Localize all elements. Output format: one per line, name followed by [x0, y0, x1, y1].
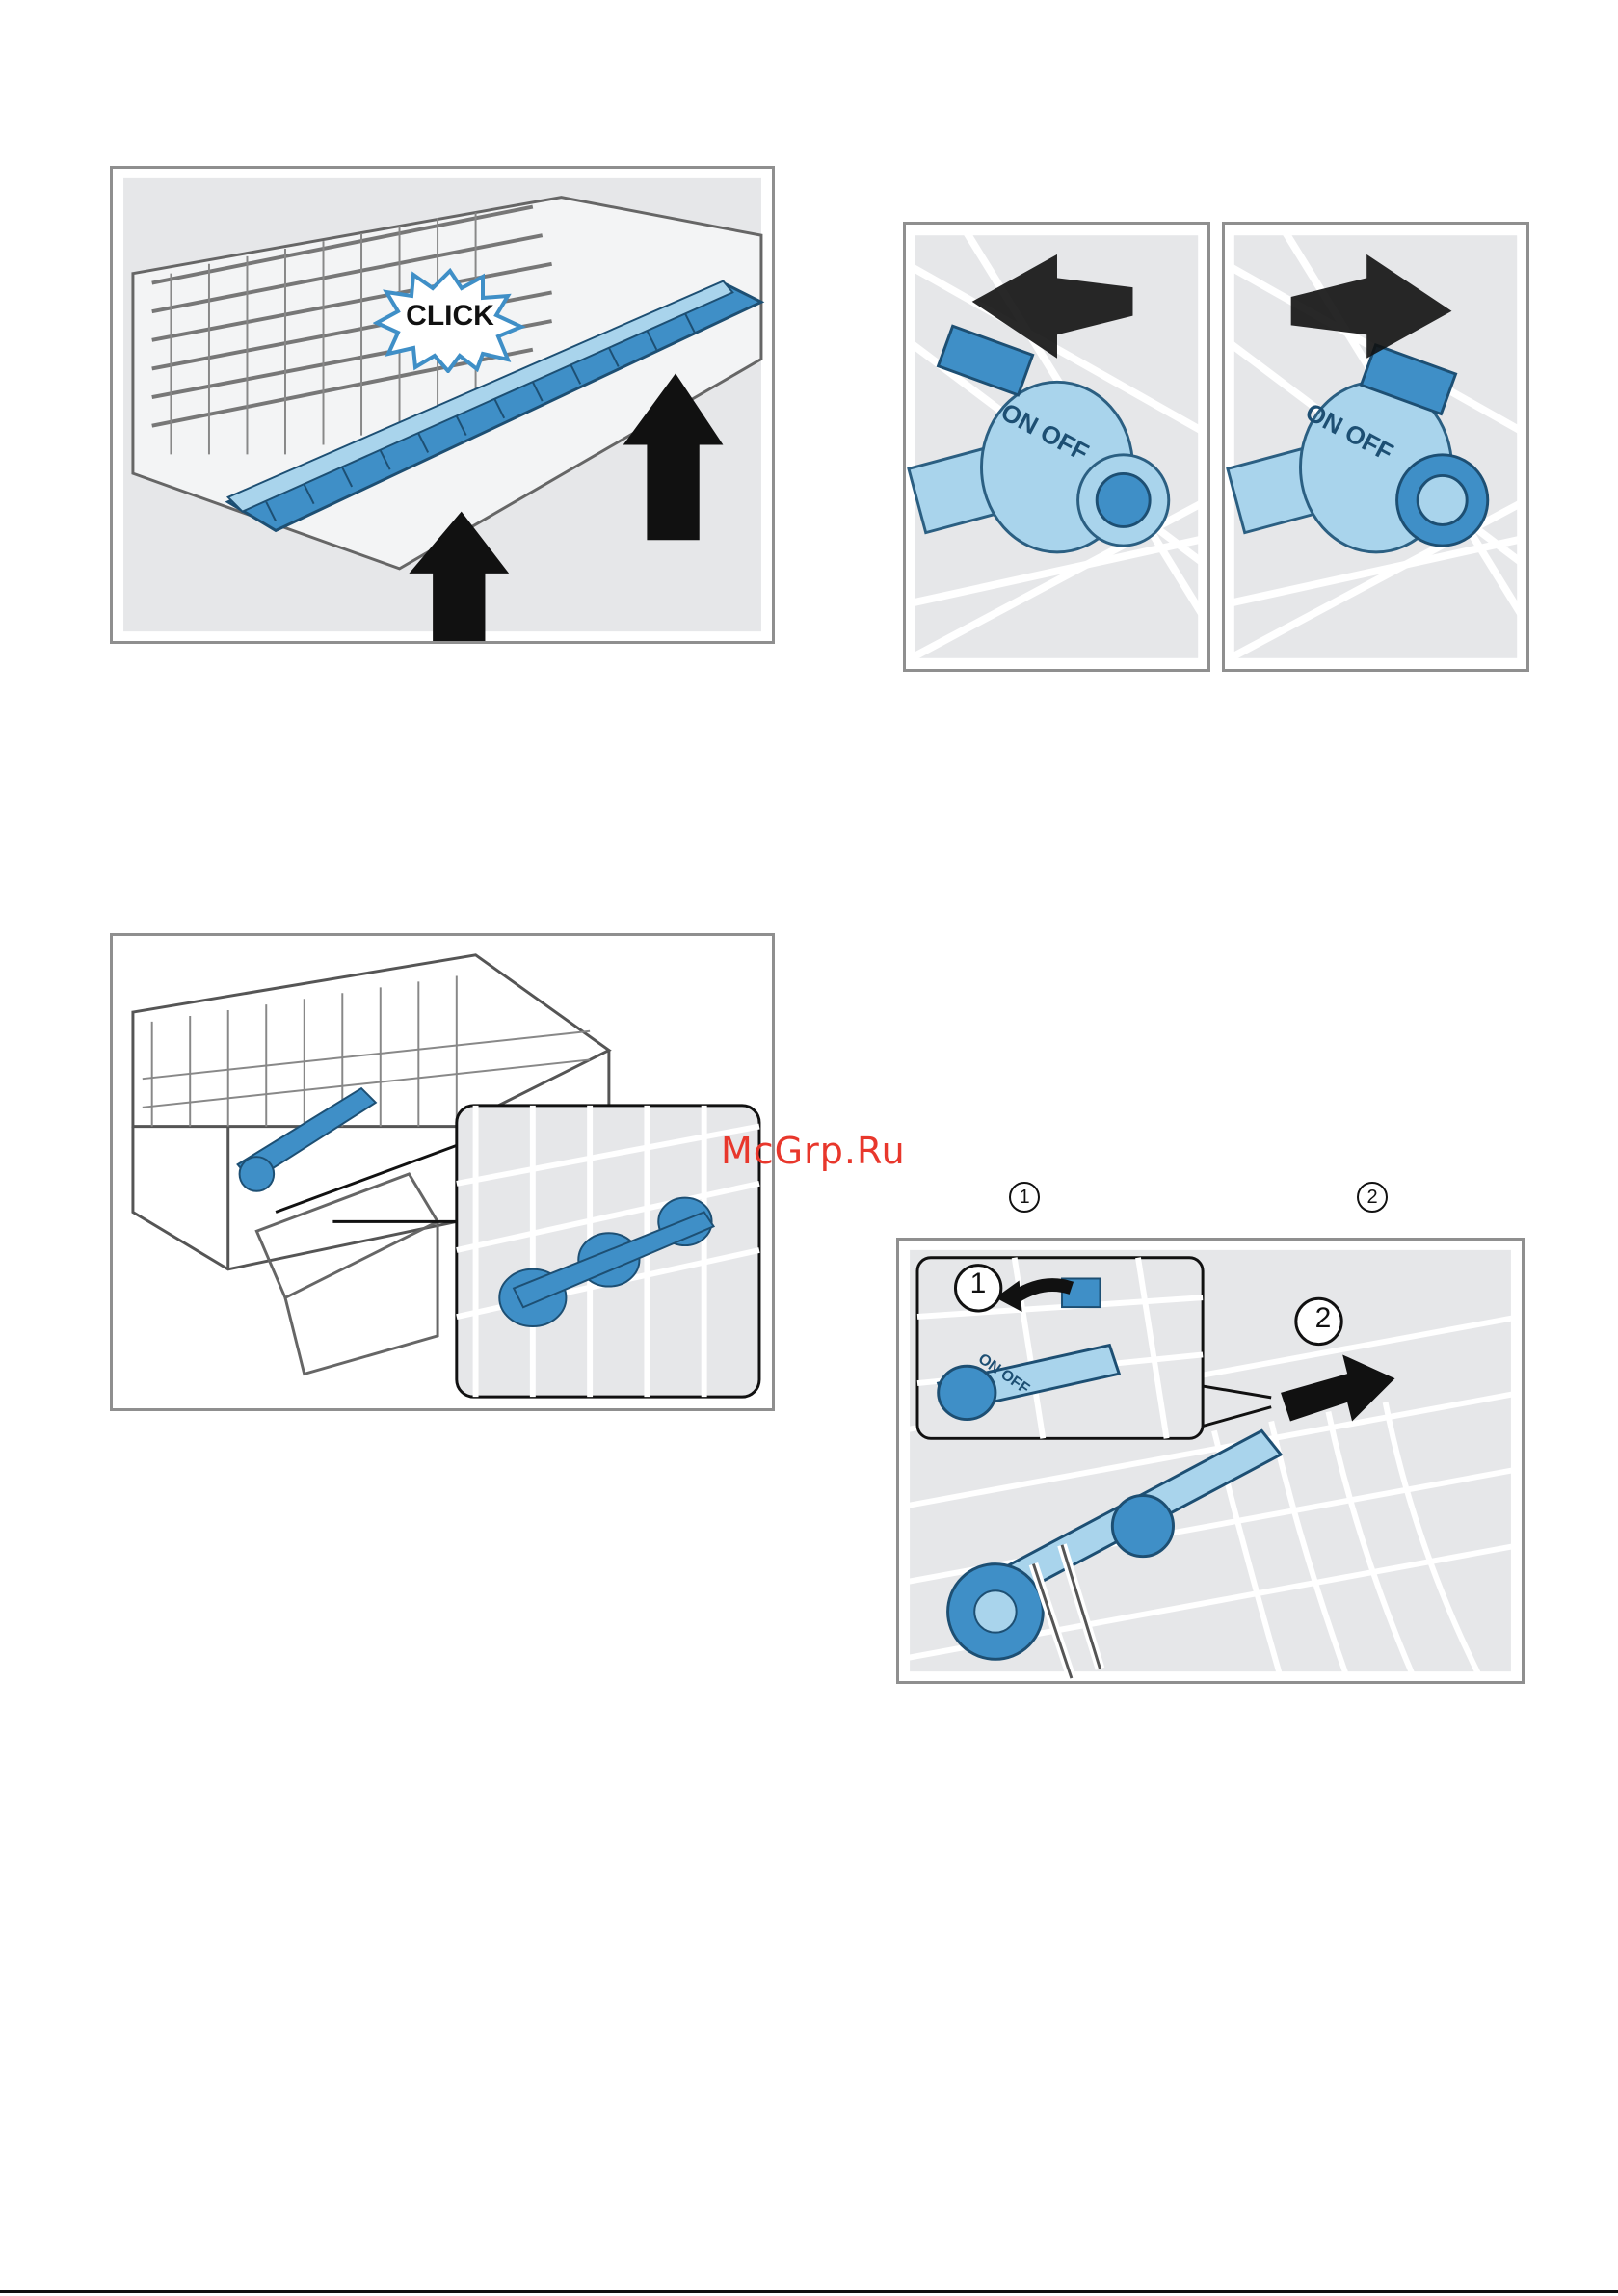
figure-tray-click: CLICK: [110, 166, 775, 644]
inset-step-2: 2: [1312, 1302, 1335, 1335]
watermark: McGrp.Ru: [721, 1130, 906, 1172]
figure-valve-on: ON OFF: [903, 222, 1210, 672]
tray-illustration: [113, 169, 772, 641]
figure-valve-off: ON OFF: [1222, 222, 1529, 672]
lower-basket-illustration: [113, 936, 772, 1408]
click-label: CLICK: [392, 300, 508, 333]
footer-rule: [0, 2290, 1618, 2293]
figure-lower-basket: [110, 933, 775, 1411]
step-marker-2: 2: [1357, 1182, 1388, 1213]
valve-steps-illustration: [899, 1241, 1522, 1681]
figure-valve-steps: 1 2 ON OFF: [896, 1238, 1525, 1684]
inset-step-1: 1: [967, 1268, 990, 1300]
step-marker-1: 1: [1009, 1182, 1040, 1213]
